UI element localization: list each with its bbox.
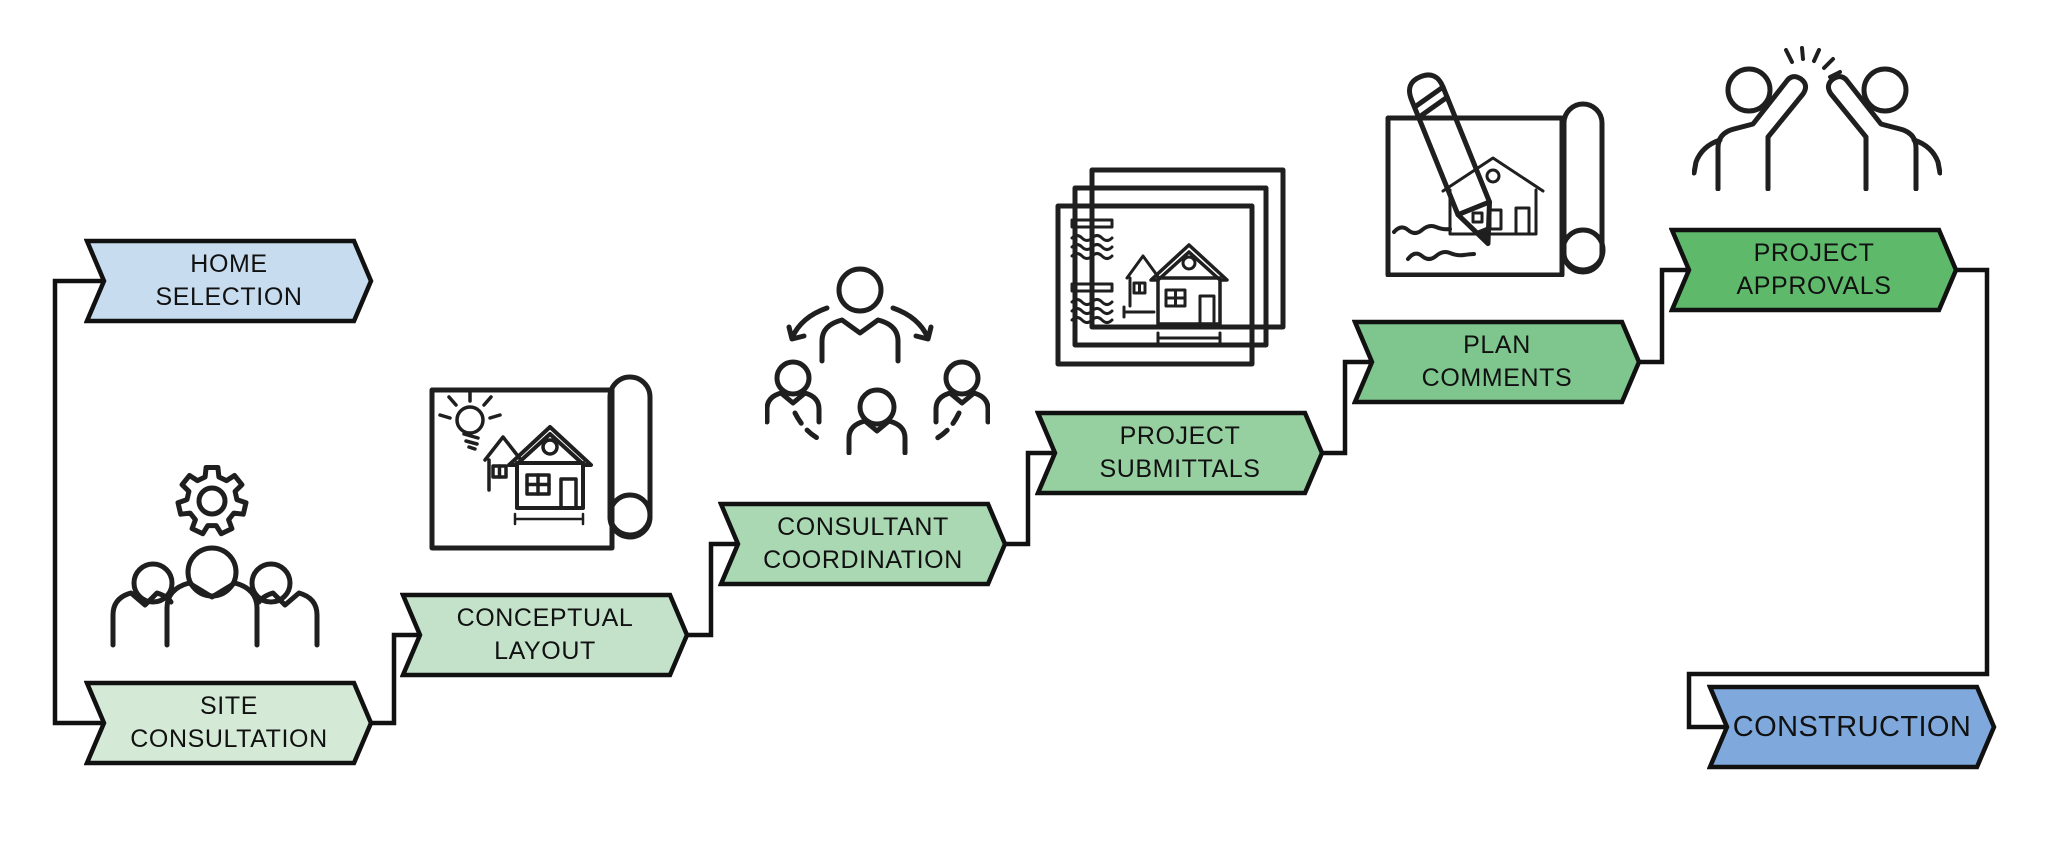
step-label-line2: COMMENTS [1421,364,1573,392]
step-label: HOME SELECTION [104,238,354,324]
step-banner-construction: CONSTRUCTION [1707,684,1997,770]
step-label: CONSULTANT COORDINATION [738,501,988,587]
team-gear-icon [105,455,325,655]
step-label-line1: PROJECT [1753,239,1875,267]
step-label: PLAN COMMENTS [1372,319,1622,405]
step-label-line2: LAYOUT [494,637,596,665]
arrow-banner-shape [1707,684,1997,770]
step-label: CONCEPTUAL LAYOUT [420,592,670,678]
plan-markup-icon [1378,62,1613,282]
step-label-line2: SUBMITTALS [1099,455,1261,483]
arrow-banner-shape [718,501,1008,587]
arrow-banner-shape [1352,319,1642,405]
step-banner-conceptual-layout: CONCEPTUAL LAYOUT [400,592,690,678]
step-label-line1: HOME [190,250,268,278]
step-label-line2: APPROVALS [1736,272,1892,300]
arrow-banner-shape [84,238,374,324]
high-five-icon [1691,46,1943,196]
step-label-line1: PLAN [1463,331,1531,359]
step-label-line1: CONCEPTUAL [456,604,634,632]
document-stack-icon [1050,166,1290,373]
step-label-line1: SITE [200,692,258,720]
step-label: SITE CONSULTATION [104,680,354,766]
step-label: PROJECT APPROVALS [1689,227,1939,313]
arrow-banner-shape [1035,410,1325,496]
step-label: CONSTRUCTION [1727,684,1977,770]
step-label-line1: PROJECT [1119,422,1241,450]
step-banner-project-submittals: PROJECT SUBMITTALS [1035,410,1325,496]
team-coordination-icon [764,260,991,460]
step-label-line1: CONSTRUCTION [1732,710,1972,743]
step-label-line1: CONSULTANT [777,513,949,541]
arrow-banner-shape [400,592,690,678]
step-banner-home-selection: HOME SELECTION [84,238,374,324]
arrow-banner-shape [84,680,374,766]
arrow-banner-shape [1669,227,1959,313]
step-label-line2: CONSULTATION [130,725,328,753]
step-banner-consultant-coordination: CONSULTANT COORDINATION [718,501,1008,587]
step-label-line2: COORDINATION [763,546,963,574]
step-banner-project-approvals: PROJECT APPROVALS [1669,227,1959,313]
step-banner-site-consultation: SITE CONSULTATION [84,680,374,766]
step-label-line2: SELECTION [155,283,303,311]
blueprint-idea-icon [425,363,660,558]
step-banner-plan-comments: PLAN COMMENTS [1352,319,1642,405]
step-label: PROJECT SUBMITTALS [1055,410,1305,496]
